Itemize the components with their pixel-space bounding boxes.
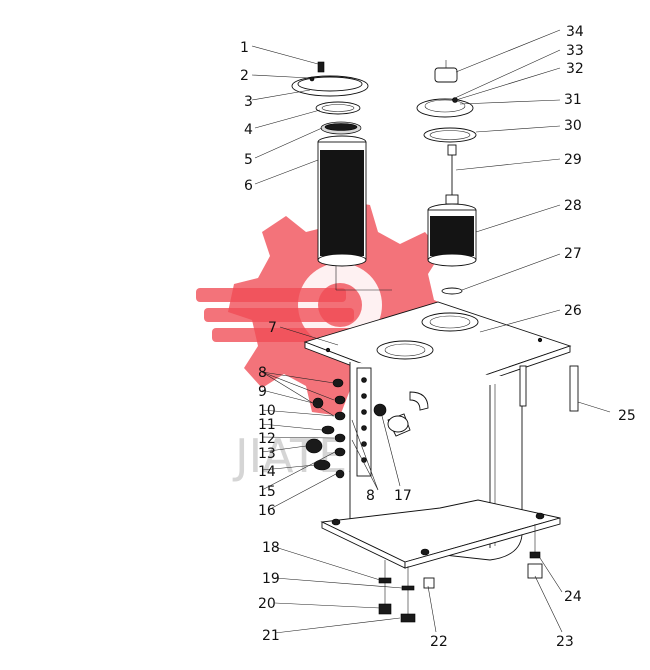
callout-7: 7 [268,320,277,336]
callout-1: 1 [240,40,249,56]
callout-17: 17 [394,488,412,504]
tank-body [303,301,579,569]
callout-31: 31 [564,92,582,108]
callout-3: 3 [244,94,253,110]
callout-20: 20 [258,596,276,612]
callout-19: 19 [262,571,280,587]
callout-10: 10 [258,403,276,419]
callout-14: 14 [258,464,276,480]
callout-12: 12 [258,431,276,447]
left-filter-assembly [291,61,392,291]
callout-26: 26 [564,303,582,319]
callout-34: 34 [566,24,584,40]
callout-18: 18 [262,540,280,556]
bottom-fittings [378,524,543,623]
callout-33: 33 [566,43,584,59]
callout-21: 21 [262,628,280,644]
callout-6: 6 [244,178,253,194]
callout-22: 22 [430,634,448,650]
leader-lines [251,29,611,634]
callout-32: 32 [566,61,584,77]
right-breather-assembly [416,60,477,295]
callout-13: 13 [258,446,276,462]
callout-30: 30 [564,118,582,134]
callout-9: 9 [258,384,267,400]
callout-8: 8 [258,365,267,381]
callout-24: 24 [564,589,582,605]
callout-11: 11 [258,417,276,433]
callout-23: 23 [556,634,574,650]
callout-2: 2 [240,68,249,84]
callout-27: 27 [564,246,582,262]
callout-4: 4 [244,122,253,138]
callout-28: 28 [564,198,582,214]
callout-25: 25 [618,408,636,424]
callout-16: 16 [258,503,276,519]
callout-5: 5 [244,152,253,168]
callout-15: 15 [258,484,276,500]
callout-8: 8 [366,488,375,504]
callout-29: 29 [564,152,582,168]
